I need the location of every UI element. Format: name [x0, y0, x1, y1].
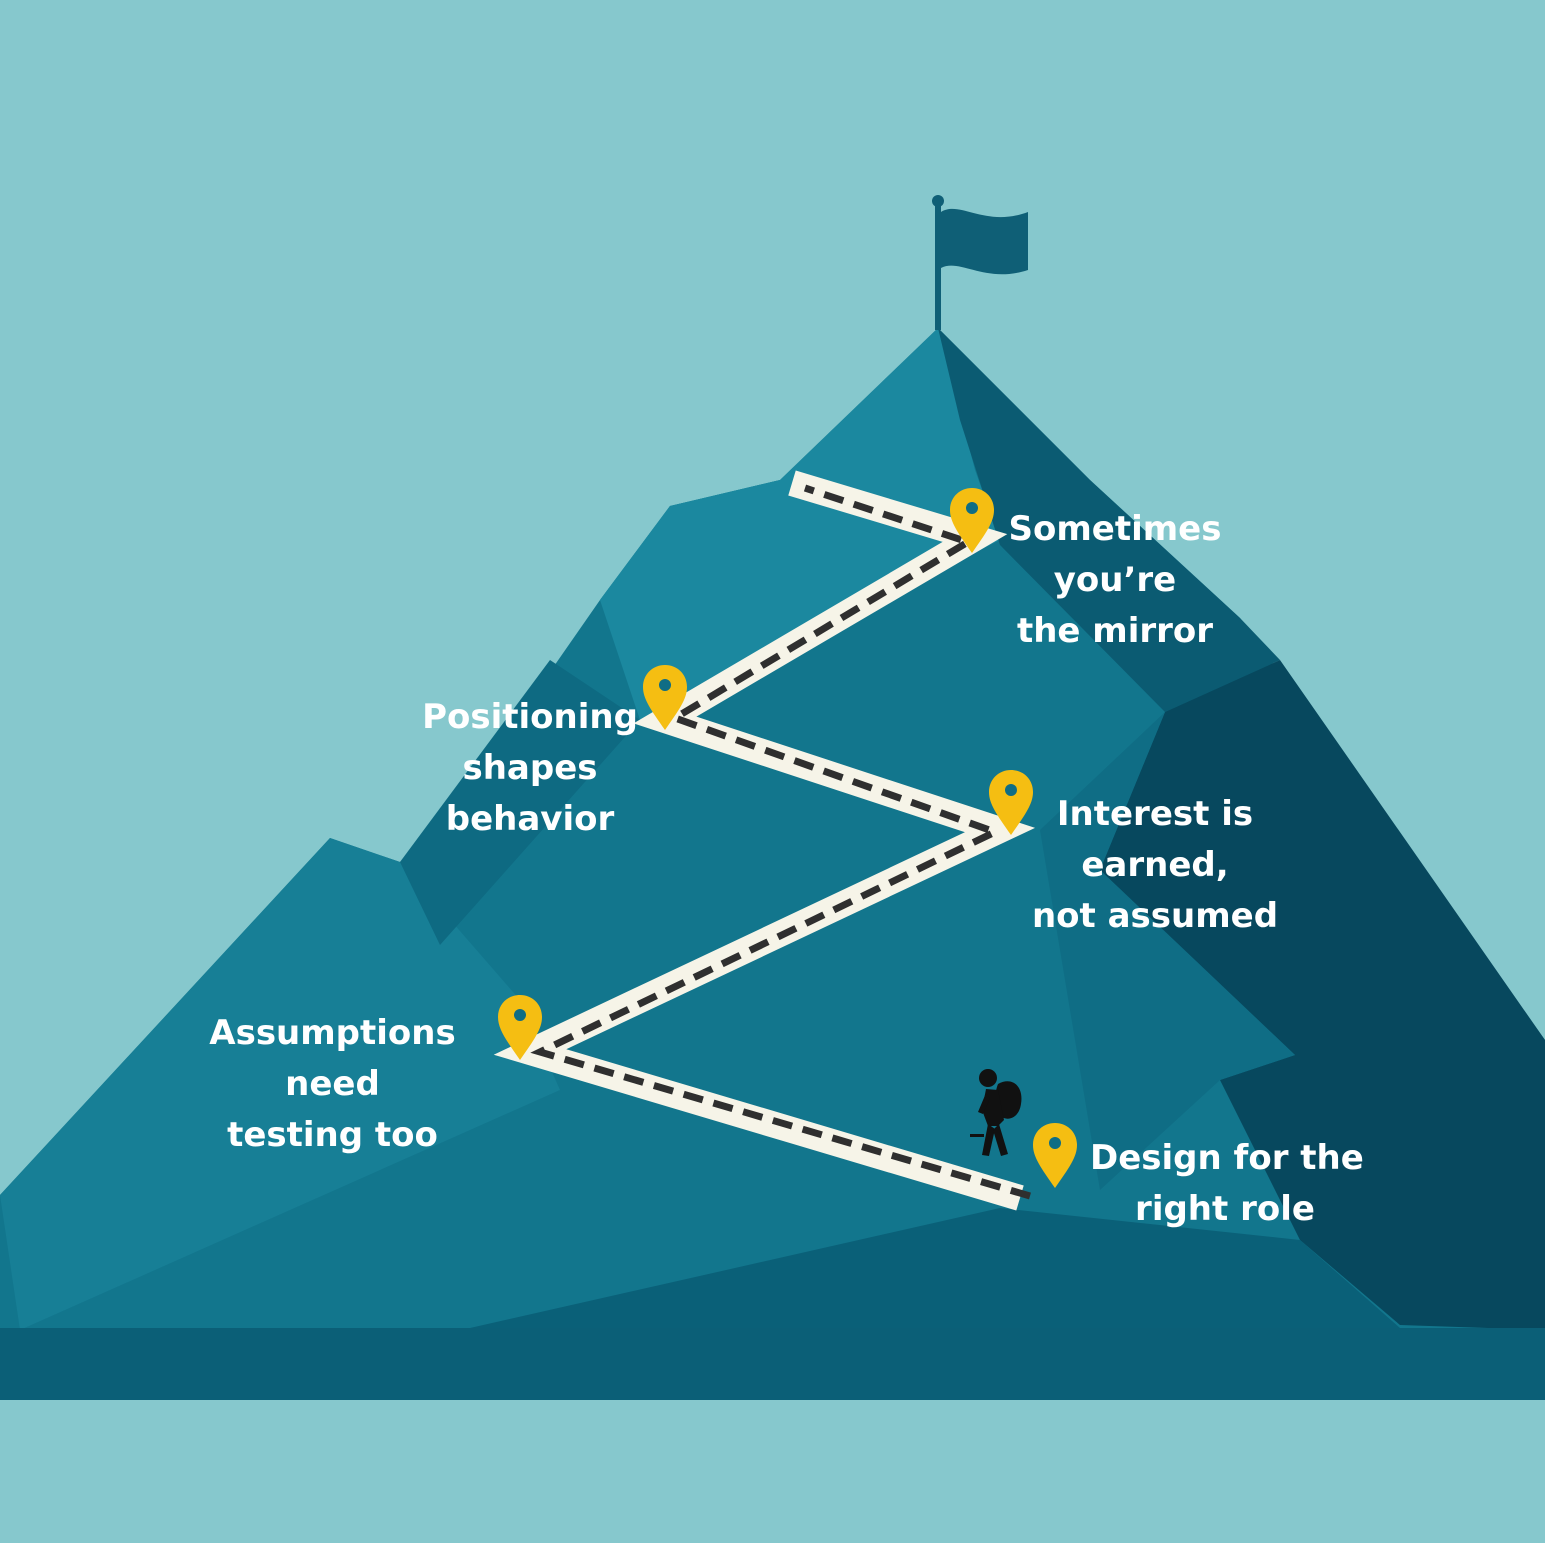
milestone-label-interest-is-earned: Interest is earned, not assumed — [1030, 789, 1280, 942]
milestone-label-sometimes-youre-the-mirror: Sometimes you’re the mirror — [1005, 504, 1225, 657]
label-line: shapes — [420, 743, 640, 794]
label-line: Design for the — [1090, 1133, 1360, 1184]
label-line: not assumed — [1030, 891, 1280, 942]
label-line: you’re — [1005, 555, 1225, 606]
label-line: right role — [1090, 1184, 1360, 1235]
label-line: behavior — [420, 794, 640, 845]
label-line: Sometimes — [1005, 504, 1225, 555]
label-line: the mirror — [1005, 606, 1225, 657]
label-line: Assumptions — [200, 1008, 465, 1059]
label-line: Positioning — [420, 692, 640, 743]
label-line: earned, — [1030, 840, 1280, 891]
milestone-label-positioning-shapes-behavior: Positioning shapes behavior — [420, 692, 640, 845]
milestone-label-design-for-the-right-role: Design for the right role — [1090, 1133, 1360, 1235]
ground — [0, 1400, 1545, 1543]
label-line: testing too — [200, 1110, 465, 1161]
label-line: Interest is — [1030, 789, 1280, 840]
milestone-label-assumptions-need-testing-too: Assumptions need testing too — [200, 1008, 465, 1161]
label-line: need — [200, 1059, 465, 1110]
mountain-base-strip — [0, 1328, 1545, 1400]
